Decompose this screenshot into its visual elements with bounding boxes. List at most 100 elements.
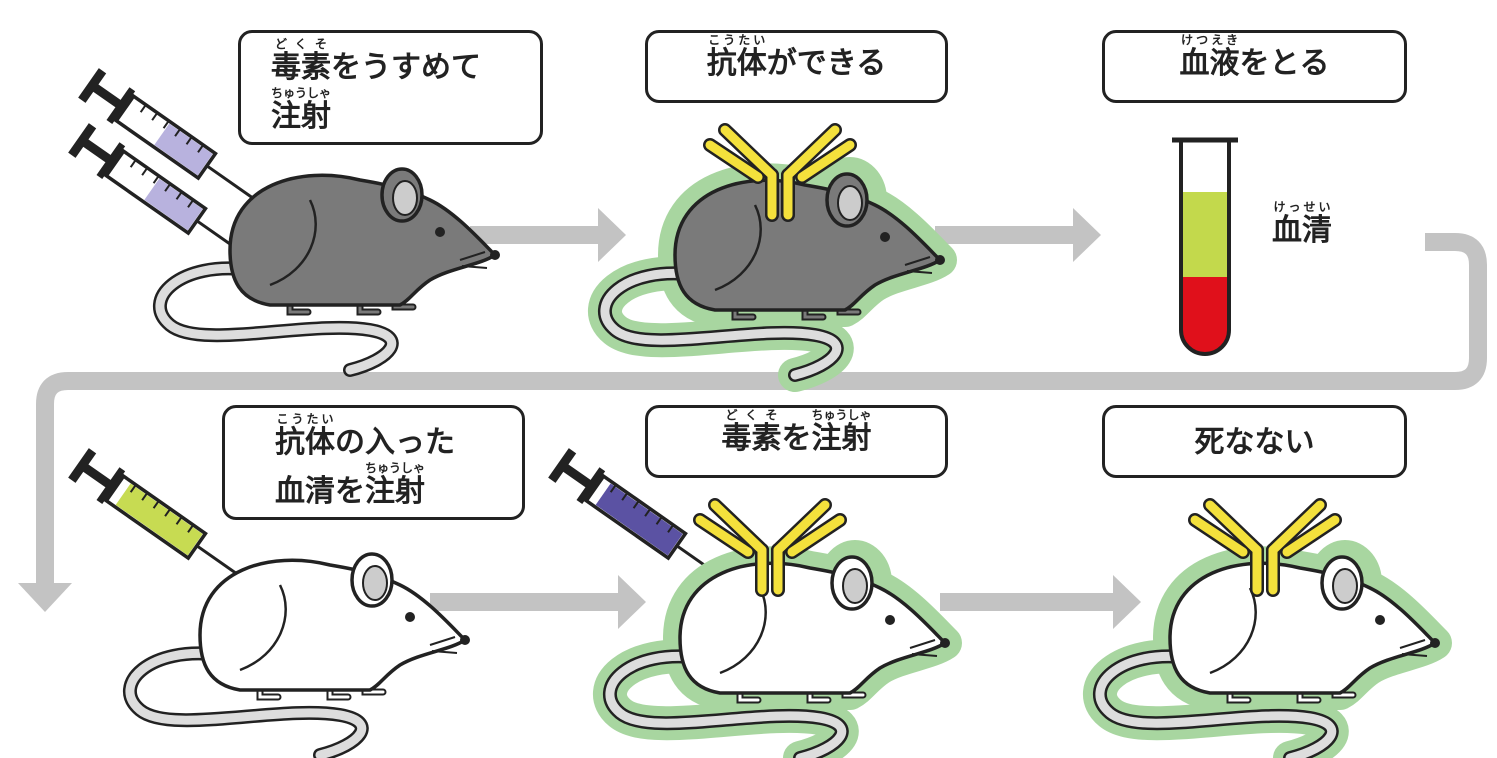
- test-tube: [1172, 137, 1238, 356]
- scale-tick: [632, 500, 640, 509]
- whiskers: [909, 639, 938, 657]
- blood-layer: [1181, 277, 1229, 354]
- tail: [600, 269, 842, 380]
- nose: [1430, 638, 1440, 648]
- scale-tick: [655, 516, 663, 525]
- nose: [460, 635, 470, 645]
- haunch-line: [269, 199, 317, 287]
- scale-tick: [139, 104, 147, 113]
- scale-tick: [164, 508, 172, 517]
- arrow-head: [1073, 208, 1101, 262]
- tail: [1095, 652, 1337, 758]
- needle: [206, 164, 253, 199]
- whiskers: [459, 251, 488, 269]
- plunger-handle: [548, 448, 577, 483]
- label-step3: 血液けつえきをとる: [1102, 30, 1407, 103]
- arrow-head: [598, 208, 626, 262]
- inner-ear: [837, 185, 863, 221]
- antibody-arm: [1282, 515, 1340, 557]
- antibody-arm: [705, 140, 763, 182]
- scale-tick: [667, 524, 674, 533]
- mouse: [123, 552, 470, 758]
- liquid: [595, 483, 683, 556]
- arrow-head: [618, 575, 646, 629]
- whiskers: [1399, 639, 1428, 657]
- body: [228, 173, 497, 307]
- scale-tick: [197, 144, 204, 153]
- inner-ear: [1332, 568, 1358, 604]
- scale-tick: [175, 191, 183, 200]
- label-step4: 抗体こうたいの入った 血清を注射ちゅうしゃ: [222, 405, 525, 520]
- haunch-line: [239, 584, 287, 672]
- needle: [196, 544, 243, 579]
- label-serum: 血清けっせい: [1272, 200, 1332, 248]
- label-step1: 毒素どくそをうすめて 注射ちゅうしゃ: [238, 30, 543, 145]
- scale-tick: [162, 120, 170, 129]
- scale-tick: [151, 112, 159, 121]
- syringe: [78, 68, 253, 199]
- inner-ear: [842, 568, 868, 604]
- liquid: [154, 123, 213, 176]
- flange: [96, 142, 126, 179]
- whiskers: [429, 636, 458, 654]
- plunger-handle: [68, 448, 97, 483]
- tube-outline: [1179, 140, 1231, 356]
- arrow-head: [18, 583, 72, 612]
- label-step5: 毒素どくそを注射ちゅうしゃ: [645, 405, 948, 478]
- whiskers: [904, 256, 933, 274]
- scale-tick: [141, 167, 149, 176]
- eye: [885, 615, 895, 625]
- tail: [125, 649, 367, 758]
- scale-tick: [644, 508, 652, 517]
- scale-tick: [129, 484, 137, 493]
- liquid: [115, 483, 203, 556]
- inner-ear: [362, 565, 388, 601]
- antibody-arm: [1190, 515, 1248, 557]
- antibody-arm: [773, 500, 830, 555]
- eye: [1375, 615, 1385, 625]
- mouse: [588, 157, 957, 392]
- mouse: [153, 167, 500, 377]
- antibody-arm: [787, 515, 845, 557]
- haunch-line: [714, 204, 762, 292]
- antibody-arm: [783, 125, 840, 180]
- arrow-shaft: [36, 233, 1487, 585]
- eye: [880, 232, 890, 242]
- liquid: [144, 178, 203, 231]
- mouse: [593, 540, 962, 758]
- nose: [940, 638, 950, 648]
- inner-ear: [392, 180, 418, 216]
- scale-tick: [164, 183, 172, 192]
- antibody-arm: [695, 515, 753, 557]
- scale-tick: [129, 159, 137, 168]
- scale-tick: [185, 136, 193, 145]
- flange: [576, 467, 606, 504]
- nose: [490, 250, 500, 260]
- scale-tick: [621, 492, 629, 501]
- antibody: [703, 123, 857, 222]
- scale-tick: [174, 128, 182, 137]
- mouse: [1083, 540, 1452, 758]
- tail: [605, 652, 847, 758]
- tail: [155, 264, 397, 375]
- scale-tick: [187, 524, 194, 533]
- label-step6: 死なない: [1102, 405, 1407, 478]
- antibody: [1188, 498, 1342, 597]
- scale-tick: [152, 175, 160, 184]
- label-step2: 抗体こうたいができる: [645, 30, 948, 103]
- haunch-line: [719, 587, 767, 675]
- antibody-arm: [1205, 500, 1262, 555]
- body: [198, 558, 467, 692]
- flange: [96, 467, 126, 504]
- eye: [405, 612, 415, 622]
- syringe: [548, 448, 723, 579]
- scale-tick: [609, 484, 617, 493]
- antibody-arm: [1268, 500, 1325, 555]
- scale-tick: [187, 199, 194, 208]
- nose: [935, 255, 945, 265]
- haunch-line: [1209, 587, 1257, 675]
- antibody-arm: [797, 140, 855, 182]
- figures: [68, 68, 1452, 758]
